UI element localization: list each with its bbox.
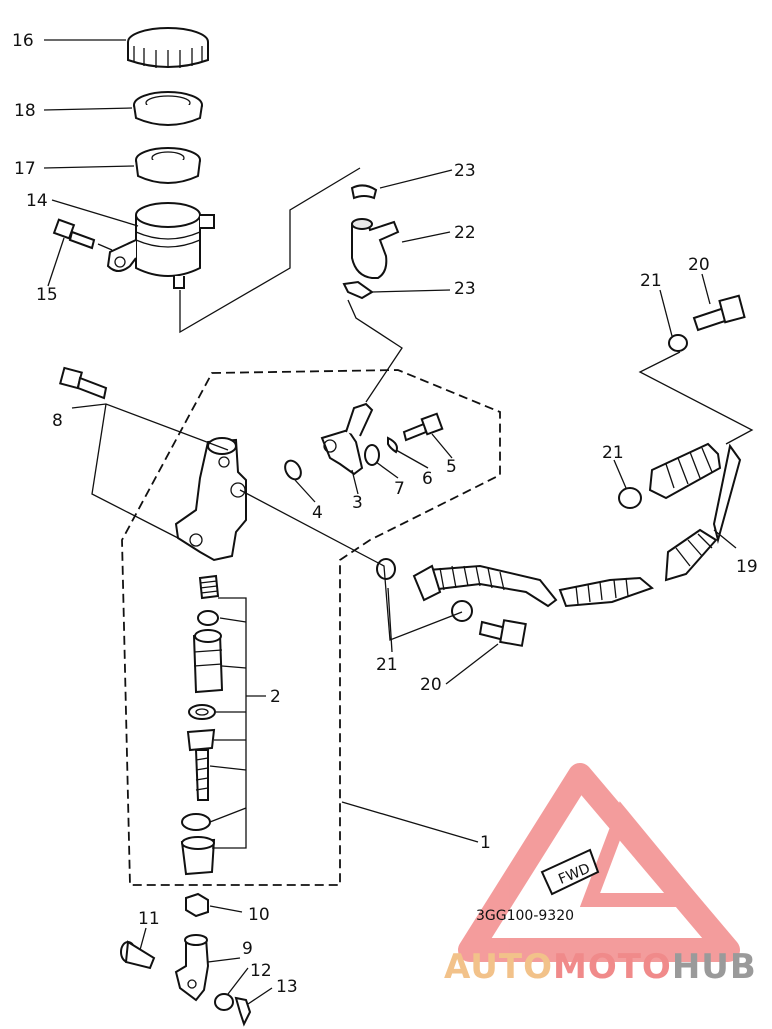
- callout-5: 5: [446, 457, 457, 477]
- callout-7: 7: [394, 479, 405, 499]
- circlip-6: [387, 436, 398, 454]
- pin-11: [120, 940, 156, 970]
- callout-13: 13: [276, 977, 298, 997]
- callout-15: 15: [36, 285, 58, 305]
- callout-20-bottom: 20: [420, 675, 442, 695]
- callout-2: 2: [270, 687, 281, 707]
- master-cylinder-body: [174, 437, 247, 562]
- callout-6: 6: [422, 469, 433, 489]
- callout-21-mid: 21: [602, 443, 624, 463]
- callout-14: 14: [26, 191, 48, 211]
- leader-lines: [43, 39, 754, 1005]
- washer-21-upper-left: [376, 558, 396, 580]
- watermark-hub: HUB: [672, 947, 757, 987]
- callout-23-top: 23: [454, 161, 476, 181]
- bolt-5: [402, 412, 444, 442]
- hose-clip-bottom: [342, 280, 374, 300]
- brake-hose: [412, 442, 742, 608]
- callout-10: 10: [248, 905, 270, 925]
- washer-21-mid: [618, 487, 642, 509]
- callout-21-top: 21: [640, 271, 662, 291]
- reservoir: [106, 202, 215, 289]
- union-bolt-20-bottom: [478, 619, 527, 647]
- hose-22: [351, 218, 400, 279]
- washer-12: [214, 993, 234, 1011]
- callout-3: 3: [352, 493, 363, 513]
- callout-20-top: 20: [688, 255, 710, 275]
- callout-16: 16: [12, 31, 34, 51]
- diaphragm: [133, 91, 203, 126]
- callout-12: 12: [250, 961, 272, 981]
- watermark-moto: MOTO: [553, 947, 672, 987]
- washer-7: [364, 444, 380, 466]
- washer-21-low: [451, 600, 473, 622]
- watermark-text: AUTOMOTOHUB: [444, 947, 757, 987]
- joint-3: [320, 402, 374, 476]
- callout-18: 18: [14, 101, 36, 121]
- callout-23-bottom: 23: [454, 279, 476, 299]
- nut-10: [185, 892, 209, 918]
- piston-kit: [180, 574, 224, 876]
- diagram-code: 3GG100-9320: [476, 908, 574, 924]
- bolt-8: [59, 366, 108, 400]
- clevis-9: [174, 934, 210, 1002]
- watermark-logo: [458, 763, 740, 962]
- union-bolt-20-top: [692, 294, 746, 332]
- callout-numbers: 16 18 17 14 15 23 22 23 8 4 3 7 6 5 2 1 …: [12, 31, 758, 997]
- hose-clip-top: [350, 184, 378, 200]
- callout-21-low: 21: [376, 655, 398, 675]
- callout-4: 4: [312, 503, 323, 523]
- callout-8: 8: [52, 411, 63, 431]
- bolt-15: [52, 218, 113, 251]
- reservoir-cap: [127, 27, 209, 68]
- callout-22: 22: [454, 223, 476, 243]
- diaphragm-holder: [135, 147, 201, 184]
- callout-9: 9: [242, 939, 253, 959]
- callout-17: 17: [14, 159, 36, 179]
- watermark-auto: AUTO: [444, 947, 553, 987]
- cotter-pin-13: [234, 996, 252, 1027]
- fwd-arrow-icon: FWD: [540, 848, 600, 896]
- callout-1: 1: [480, 833, 491, 853]
- washer-21-top: [668, 334, 688, 352]
- callout-11: 11: [138, 909, 160, 929]
- callout-19: 19: [736, 557, 758, 577]
- o-ring-4: [284, 459, 302, 481]
